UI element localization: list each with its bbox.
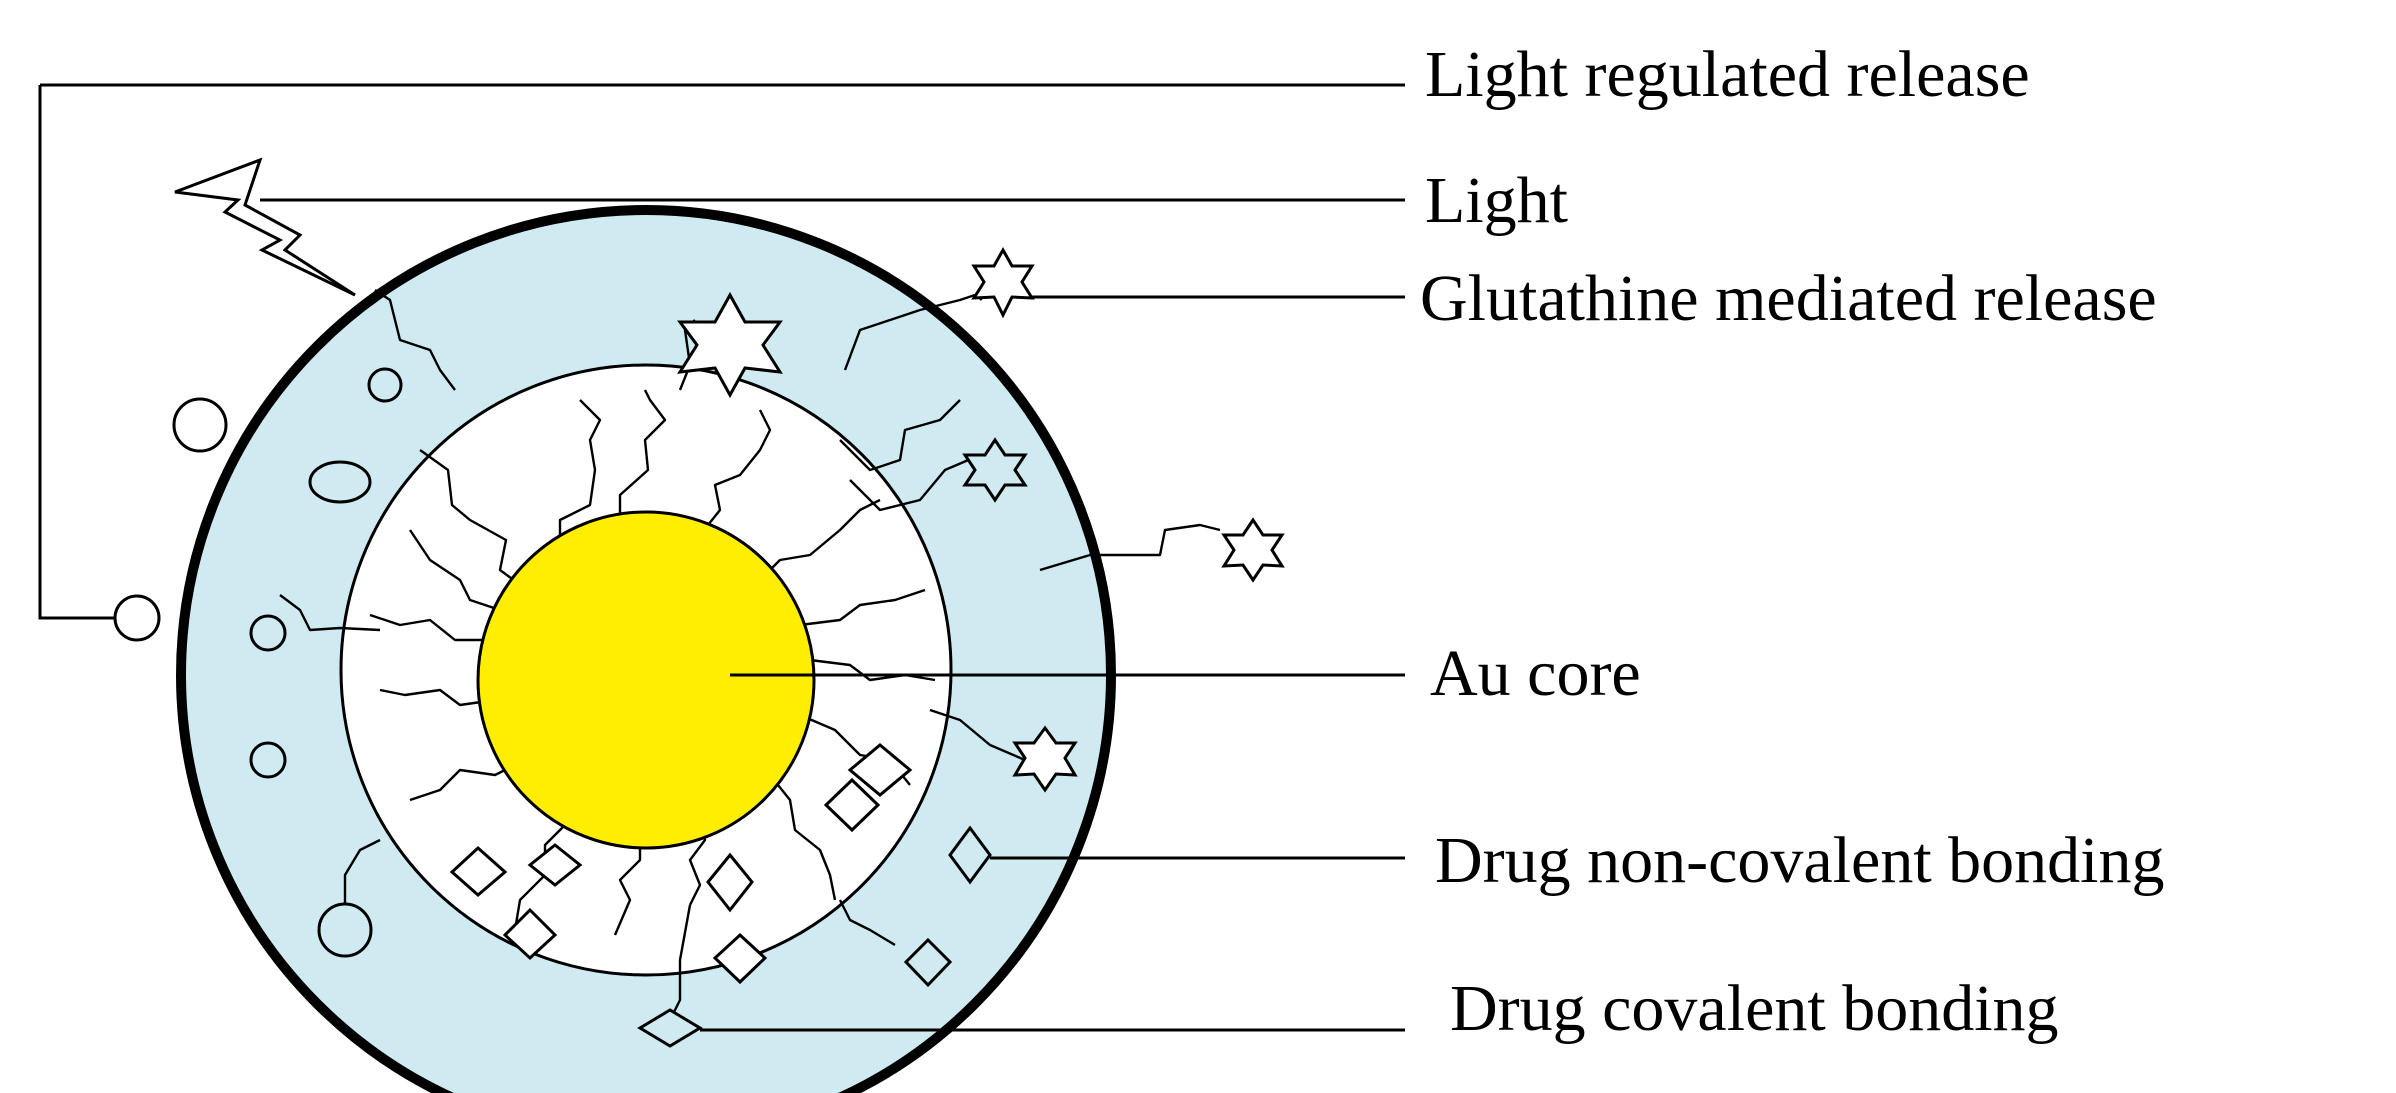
star-drugs: [677, 246, 1285, 793]
circle-icon: [249, 741, 287, 779]
diamond-icon: [823, 777, 881, 833]
star-icon: [677, 291, 783, 399]
circle-icon: [367, 367, 403, 403]
circle-icon: [317, 902, 373, 958]
circle-icon: [113, 594, 161, 642]
star-icon: [1221, 517, 1285, 583]
au-core: [476, 510, 816, 850]
circle-drugs: [113, 367, 403, 958]
label-light-regulated-release: Light regulated release: [1425, 38, 2030, 111]
diamond-icon: [502, 907, 558, 961]
circle-icon: [249, 614, 287, 652]
diamond-drugs: [449, 743, 992, 1048]
diamond-icon: [712, 932, 768, 985]
diamond-icon: [903, 937, 953, 988]
lightning-bolt-icon: [174, 157, 356, 297]
star-icon: [971, 246, 1035, 319]
label-glutathione-release: Glutathine mediated release: [1420, 262, 2157, 335]
label-drug-covalent: Drug covalent bonding: [1450, 972, 2059, 1045]
diamond-icon: [449, 845, 508, 897]
shell-tethers: [279, 274, 1221, 1021]
diamond-icon: [847, 743, 913, 797]
leader-lines: [38, 83, 1405, 1032]
star-icon: [1012, 725, 1078, 793]
label-au-core: Au core: [1430, 637, 1641, 710]
diamond-icon: [706, 852, 754, 913]
star-icon: [962, 437, 1028, 503]
oval-icon: [308, 460, 372, 504]
label-drug-non-covalent: Drug non-covalent bonding: [1435, 824, 2165, 897]
circle-icon: [172, 397, 228, 453]
label-light: Light: [1425, 164, 1568, 237]
diamond-icon: [637, 1008, 703, 1048]
diamond-icon: [948, 825, 992, 885]
diamond-icon: [527, 843, 583, 887]
